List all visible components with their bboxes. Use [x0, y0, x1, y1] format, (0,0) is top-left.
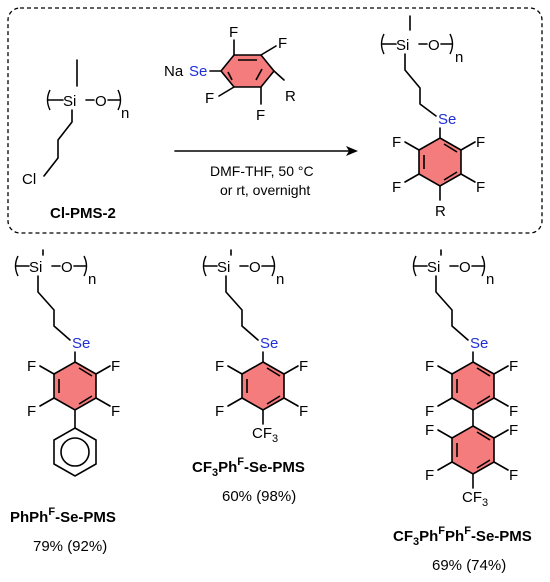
o-atom: O	[249, 259, 261, 276]
f-atom: F	[27, 403, 36, 420]
n-subscript: n	[455, 49, 463, 66]
pf-ring	[241, 361, 285, 411]
si-atom: Si	[396, 37, 409, 54]
f-atom: F	[509, 403, 518, 420]
se-atom: Se	[470, 335, 488, 352]
o-atom: O	[459, 259, 471, 276]
f-atom: F	[425, 422, 434, 439]
f-atom: F	[392, 179, 401, 196]
n-subscript: n	[486, 271, 494, 288]
f-atom: F	[509, 358, 518, 375]
f-atom: F	[215, 403, 224, 420]
r-group: R	[435, 203, 446, 220]
arrow-head	[346, 146, 358, 156]
r-group: R	[285, 88, 296, 105]
right-bracket	[117, 89, 122, 111]
pf-ring-lower	[451, 425, 495, 475]
product-ar-se-pms: Si O n Se F F F F R	[380, 15, 485, 220]
example-2-yield: 60% (98%)	[222, 488, 296, 505]
example-cf3phfphf: Si O n Se F F F F F F F F CF3	[393, 249, 532, 574]
o-atom: O	[428, 37, 440, 54]
si-atom: Si	[427, 259, 440, 276]
example-phphf: Si O n Se F F F F PhPhF-Se-PMS 79% (92%)	[10, 249, 120, 555]
reactant-cl-pms: Si O n Cl Cl-PMS-2	[22, 59, 129, 222]
se-atom: Se	[438, 111, 456, 128]
si-atom: Si	[217, 259, 230, 276]
se-atom: Se	[72, 335, 90, 352]
example-cf3phf: Si O n Se F F F F CF3 CF3PhF-Se-PMS 60% …	[192, 249, 308, 505]
f-atom: F	[476, 134, 485, 151]
cf3-group: CF3	[252, 425, 278, 445]
f-atom: F	[111, 358, 120, 375]
n-subscript: n	[121, 105, 129, 122]
condition-line-1: DMF-THF, 50 °C	[210, 163, 314, 179]
example-2-name: CF3PhF-Se-PMS	[192, 456, 305, 479]
f-atom: F	[205, 90, 214, 107]
pf-ring-upper	[451, 361, 495, 411]
example-1-name: PhPhF-Se-PMS	[10, 506, 116, 526]
example-3-name: CF3PhFPhF-Se-PMS	[393, 525, 532, 548]
f-atom: F	[111, 403, 120, 420]
na-atom: Na	[164, 63, 184, 80]
f-atom: F	[509, 422, 518, 439]
f-atom: F	[215, 358, 224, 375]
phenyl-ring	[53, 427, 97, 477]
f-atom: F	[299, 358, 308, 375]
se-atom: Se	[260, 335, 278, 352]
se-atom: Se	[189, 63, 207, 80]
f-atom: F	[425, 467, 434, 484]
reactant-label: Cl-PMS-2	[50, 205, 116, 222]
pf-ring	[53, 361, 97, 411]
example-3-yield: 69% (74%)	[432, 557, 506, 574]
f-atom: F	[476, 179, 485, 196]
reagent-nase-aryl: Na Se F F F F R	[164, 24, 296, 124]
f-atom: F	[509, 467, 518, 484]
f-atom: F	[299, 403, 308, 420]
f-atom: F	[27, 358, 36, 375]
n-subscript: n	[88, 271, 96, 288]
condition-line-2: or rt, overnight	[220, 182, 310, 198]
f-atom: F	[425, 358, 434, 375]
example-1-yield: 79% (92%)	[33, 538, 107, 555]
o-atom: O	[95, 93, 107, 110]
o-atom: O	[61, 259, 73, 276]
cf3-group: CF3	[462, 489, 488, 509]
f-atom: F	[229, 24, 238, 41]
si-atom: Si	[63, 93, 76, 110]
f-atom: F	[278, 35, 287, 52]
reaction-box	[7, 7, 543, 234]
n-subscript: n	[276, 271, 284, 288]
product-ring	[418, 137, 462, 187]
f-atom: F	[256, 107, 265, 124]
f-atom: F	[392, 134, 401, 151]
phenyl-aromatic-circle	[60, 437, 90, 467]
f-atom: F	[425, 403, 434, 420]
cl-atom: Cl	[22, 171, 36, 188]
si-atom: Si	[29, 259, 42, 276]
